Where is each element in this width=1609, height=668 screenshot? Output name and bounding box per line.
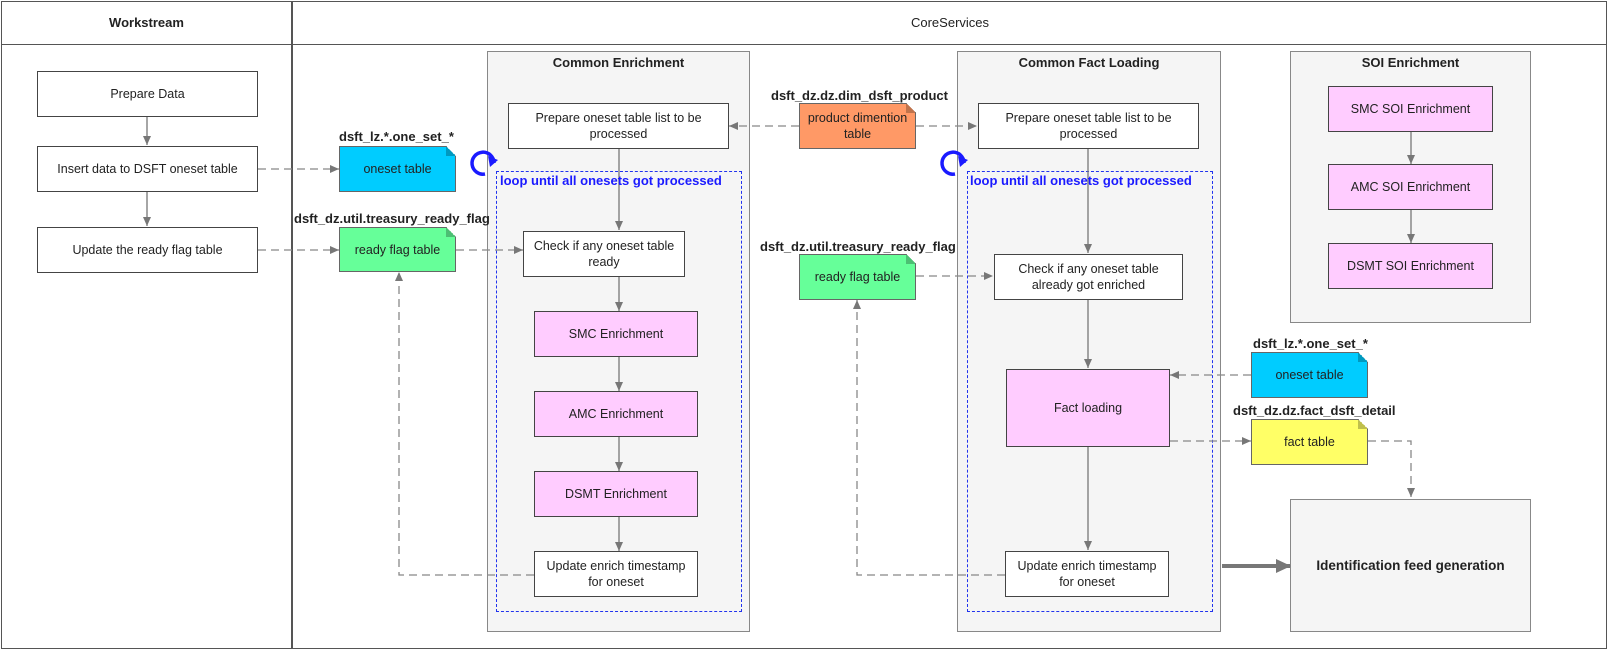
oneset-right-note[interactable]: oneset table [1251,352,1368,398]
ce-check-ready-label: Check if any oneset table ready [533,239,675,269]
prepare-data-node[interactable]: Prepare Data [37,71,258,117]
ce-smc-node[interactable]: SMC Enrichment [534,311,698,357]
prepare-data-label: Prepare Data [110,87,185,101]
cfl-prepare-list-node[interactable]: Prepare oneset table list to be processe… [978,103,1199,149]
group-title-common-fact-loading: Common Fact Loading [1018,55,1160,70]
group-title-soi-enrichment: SOI Enrichment [1361,55,1460,70]
update-ready-flag-label: Update the ready flag table [72,243,223,257]
ce-prepare-list-label: Prepare oneset table list to be processe… [535,111,702,141]
fact-table-name: dsft_dz.dz.fact_dsft_detail [1233,403,1396,418]
ready-flag-left-table-name: dsft_dz.util.treasury_ready_flag [294,211,490,226]
identification-feed-node[interactable]: Identification feed generation [1290,499,1531,632]
ce-update-ts-label: Update enrich timestamp for oneset [546,559,686,589]
ce-loop-label: loop until all onesets got processed [500,173,722,188]
ready-flag-mid-table-name: dsft_dz.util.treasury_ready_flag [760,239,956,254]
cfl-check-enriched-node[interactable]: Check if any oneset table already got en… [994,254,1183,300]
ready-flag-mid-note[interactable]: ready flag table [799,254,916,300]
ce-dsmt-node[interactable]: DSMT Enrichment [534,471,698,517]
lane-title-workstream: Workstream [109,15,184,30]
ready-flag-mid-label: ready flag table [814,270,901,284]
ce-smc-label: SMC Enrichment [568,327,664,341]
cfl-check-enriched-label: Check if any oneset table already got en… [1018,262,1159,292]
product-dimension-note[interactable]: product dimention table [799,103,916,149]
update-ready-flag-node[interactable]: Update the ready flag table [37,227,258,273]
lane-header-workstream: Workstream [1,1,292,45]
oneset-left-label: oneset table [363,162,432,176]
soi-dsmt-node[interactable]: DSMT SOI Enrichment [1328,243,1493,289]
cfl-update-ts-label: Update enrich timestamp for oneset [1017,559,1157,589]
cfl-prepare-list-label: Prepare oneset table list to be processe… [1005,111,1172,141]
cfl-fact-loading-label: Fact loading [1053,401,1123,415]
ce-amc-node[interactable]: AMC Enrichment [534,391,698,437]
lane-title-coreservices: CoreServices [910,15,990,30]
group-title-common-enrichment: Common Enrichment [552,55,685,70]
oneset-left-note[interactable]: oneset table [339,146,456,192]
ce-prepare-list-node[interactable]: Prepare oneset table list to be processe… [508,103,729,149]
fact-table-label: fact table [1284,435,1335,449]
soi-amc-node[interactable]: AMC SOI Enrichment [1328,164,1493,210]
soi-amc-label: AMC SOI Enrichment [1350,180,1471,194]
lane-divider [291,1,293,649]
soi-smc-node[interactable]: SMC SOI Enrichment [1328,86,1493,132]
lane-header-coreservices: CoreServices [293,1,1607,45]
insert-data-label: Insert data to DSFT oneset table [57,162,238,176]
ready-flag-left-note[interactable]: ready flag table [339,227,456,272]
soi-smc-label: SMC SOI Enrichment [1350,102,1471,116]
identification-feed-label: Identification feed generation [1316,558,1505,573]
loop-common-fact-loading [967,171,1213,612]
soi-dsmt-label: DSMT SOI Enrichment [1347,259,1474,273]
insert-data-node[interactable]: Insert data to DSFT oneset table [37,146,258,192]
product-table-name: dsft_dz.dz.dim_dsft_product [771,88,948,103]
oneset-right-table-name: dsft_lz.*.one_set_* [1253,336,1368,351]
ce-amc-label: AMC Enrichment [568,407,664,421]
product-dimension-label: product dimention table [807,111,908,141]
ce-check-ready-node[interactable]: Check if any oneset table ready [523,231,685,277]
ready-flag-left-label: ready flag table [354,242,441,257]
cfl-loop-label: loop until all onesets got processed [970,173,1192,188]
cfl-update-ts-node[interactable]: Update enrich timestamp for oneset [1005,551,1169,597]
pool-frame [1,1,1607,649]
oneset-right-label: oneset table [1275,368,1344,382]
fact-table-note[interactable]: fact table [1251,419,1368,465]
ce-dsmt-label: DSMT Enrichment [565,487,667,501]
ce-update-ts-node[interactable]: Update enrich timestamp for oneset [534,551,698,597]
oneset-left-table-name: dsft_lz.*.one_set_* [339,129,454,144]
cfl-fact-loading-node[interactable]: Fact loading [1006,369,1170,447]
